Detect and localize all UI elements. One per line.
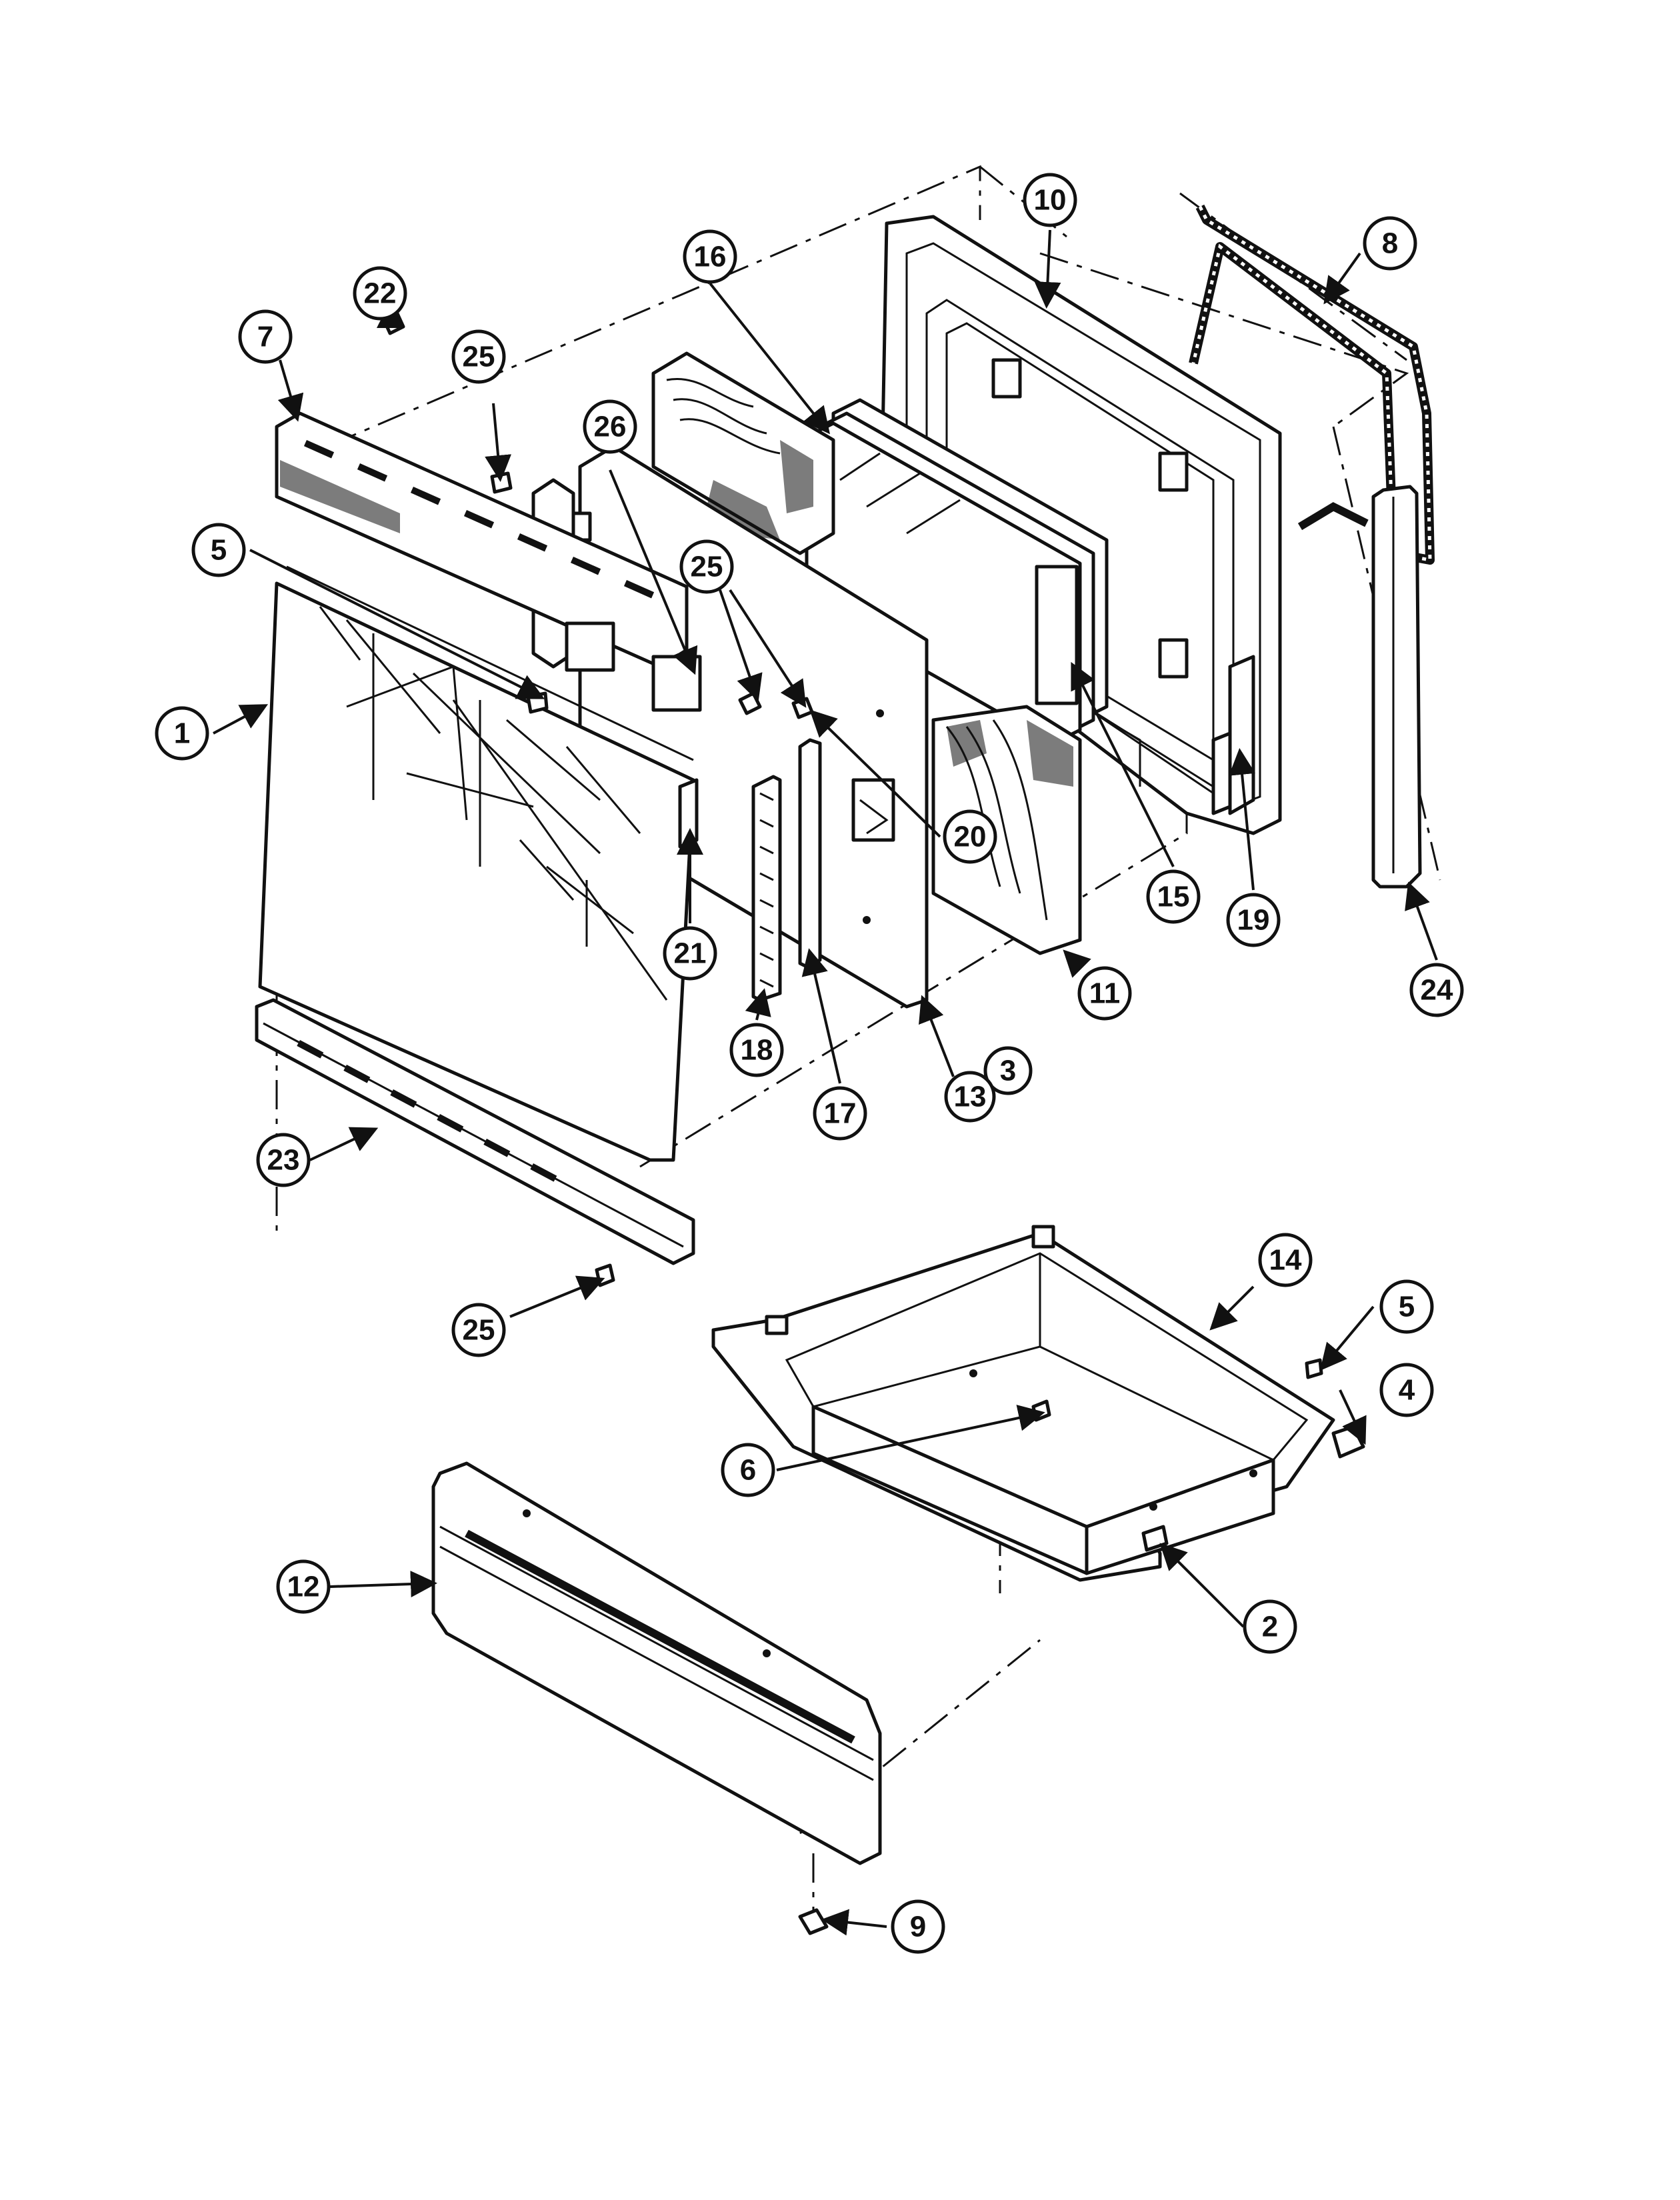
- callout-12: 12: [276, 1559, 331, 1614]
- callout-8: 8: [1363, 216, 1417, 271]
- callout-16: 16: [683, 229, 737, 284]
- callout-25-bottom-label: 25: [463, 1314, 495, 1347]
- callout-25-middle: 25: [679, 539, 734, 594]
- door-gasket-part: [1189, 204, 1435, 565]
- callout-13: 13: [944, 1071, 996, 1123]
- callout-1-label: 1: [174, 717, 190, 750]
- callout-5-drawer-label: 5: [1399, 1291, 1415, 1323]
- callout-23: 23: [256, 1133, 311, 1187]
- callout-2-label: 2: [1262, 1611, 1278, 1643]
- callout-5-door-label: 5: [211, 534, 227, 567]
- callout-4: 4: [1379, 1363, 1434, 1417]
- callout-17: 17: [813, 1086, 867, 1141]
- callout-25-bottom: 25: [451, 1303, 506, 1357]
- drawer-front-part: [431, 1461, 882, 1865]
- callout-leaders: [213, 229, 1438, 1936]
- callout-23-label: 23: [267, 1144, 300, 1177]
- callout-4-label: 4: [1399, 1374, 1415, 1407]
- callout-2: 2: [1243, 1599, 1297, 1654]
- callout-14: 14: [1258, 1233, 1313, 1287]
- side-trim-part: [1371, 485, 1422, 889]
- callout-22: 22: [353, 266, 407, 321]
- callout-19: 19: [1226, 893, 1281, 947]
- callout-1: 1: [155, 706, 209, 761]
- callout-9-label: 9: [910, 1911, 926, 1943]
- callout-11: 11: [1077, 966, 1132, 1021]
- callout-3-label: 3: [1000, 1055, 1016, 1087]
- callout-11-label: 11: [1089, 977, 1121, 1010]
- callout-18-label: 18: [741, 1034, 773, 1067]
- callout-19-label: 19: [1237, 904, 1270, 937]
- callout-8-label: 8: [1382, 227, 1398, 260]
- callout-15-label: 15: [1157, 881, 1190, 913]
- outer-door-glass-part: [258, 565, 695, 1162]
- callout-10-label: 10: [1034, 184, 1067, 217]
- callout-20: 20: [943, 809, 997, 864]
- callout-12-label: 12: [287, 1571, 320, 1603]
- callout-6-label: 6: [740, 1454, 756, 1487]
- callout-18: 18: [729, 1023, 784, 1077]
- callout-25-middle-label: 25: [691, 551, 723, 583]
- callout-26-label: 26: [594, 411, 627, 443]
- callout-26: 26: [583, 399, 637, 454]
- callout-20-label: 20: [954, 821, 987, 853]
- callout-16-label: 16: [694, 241, 727, 273]
- callout-24-label: 24: [1421, 974, 1453, 1007]
- callout-15: 15: [1146, 869, 1201, 924]
- callout-22-label: 22: [364, 277, 397, 310]
- storage-drawer-part: [711, 1225, 1335, 1582]
- callout-21: 21: [663, 926, 717, 981]
- callout-17-label: 17: [824, 1097, 857, 1130]
- callout-5-door: 5: [191, 523, 246, 577]
- callout-9: 9: [891, 1899, 945, 1954]
- callout-14-label: 14: [1269, 1244, 1302, 1277]
- small-bracket-part: [678, 778, 699, 849]
- callout-25-top: 25: [451, 329, 506, 384]
- insulation-blanket-part: [651, 351, 835, 555]
- callout-13-label: 13: [954, 1081, 987, 1113]
- callout-10: 10: [1023, 173, 1077, 227]
- gasket-strip-part: [751, 775, 782, 1002]
- callout-3: 3: [983, 1046, 1033, 1095]
- callout-24: 24: [1409, 963, 1464, 1017]
- bottom-trim-rail-part: [255, 998, 695, 1265]
- callout-5-drawer: 5: [1379, 1279, 1434, 1334]
- channel-part: [798, 738, 822, 969]
- callout-7-label: 7: [257, 321, 273, 353]
- callout-25-top-label: 25: [463, 341, 495, 373]
- insulation-batt-part: [931, 705, 1082, 955]
- callout-21-label: 21: [674, 937, 707, 970]
- callout-6: 6: [721, 1443, 775, 1497]
- callout-7: 7: [238, 309, 293, 364]
